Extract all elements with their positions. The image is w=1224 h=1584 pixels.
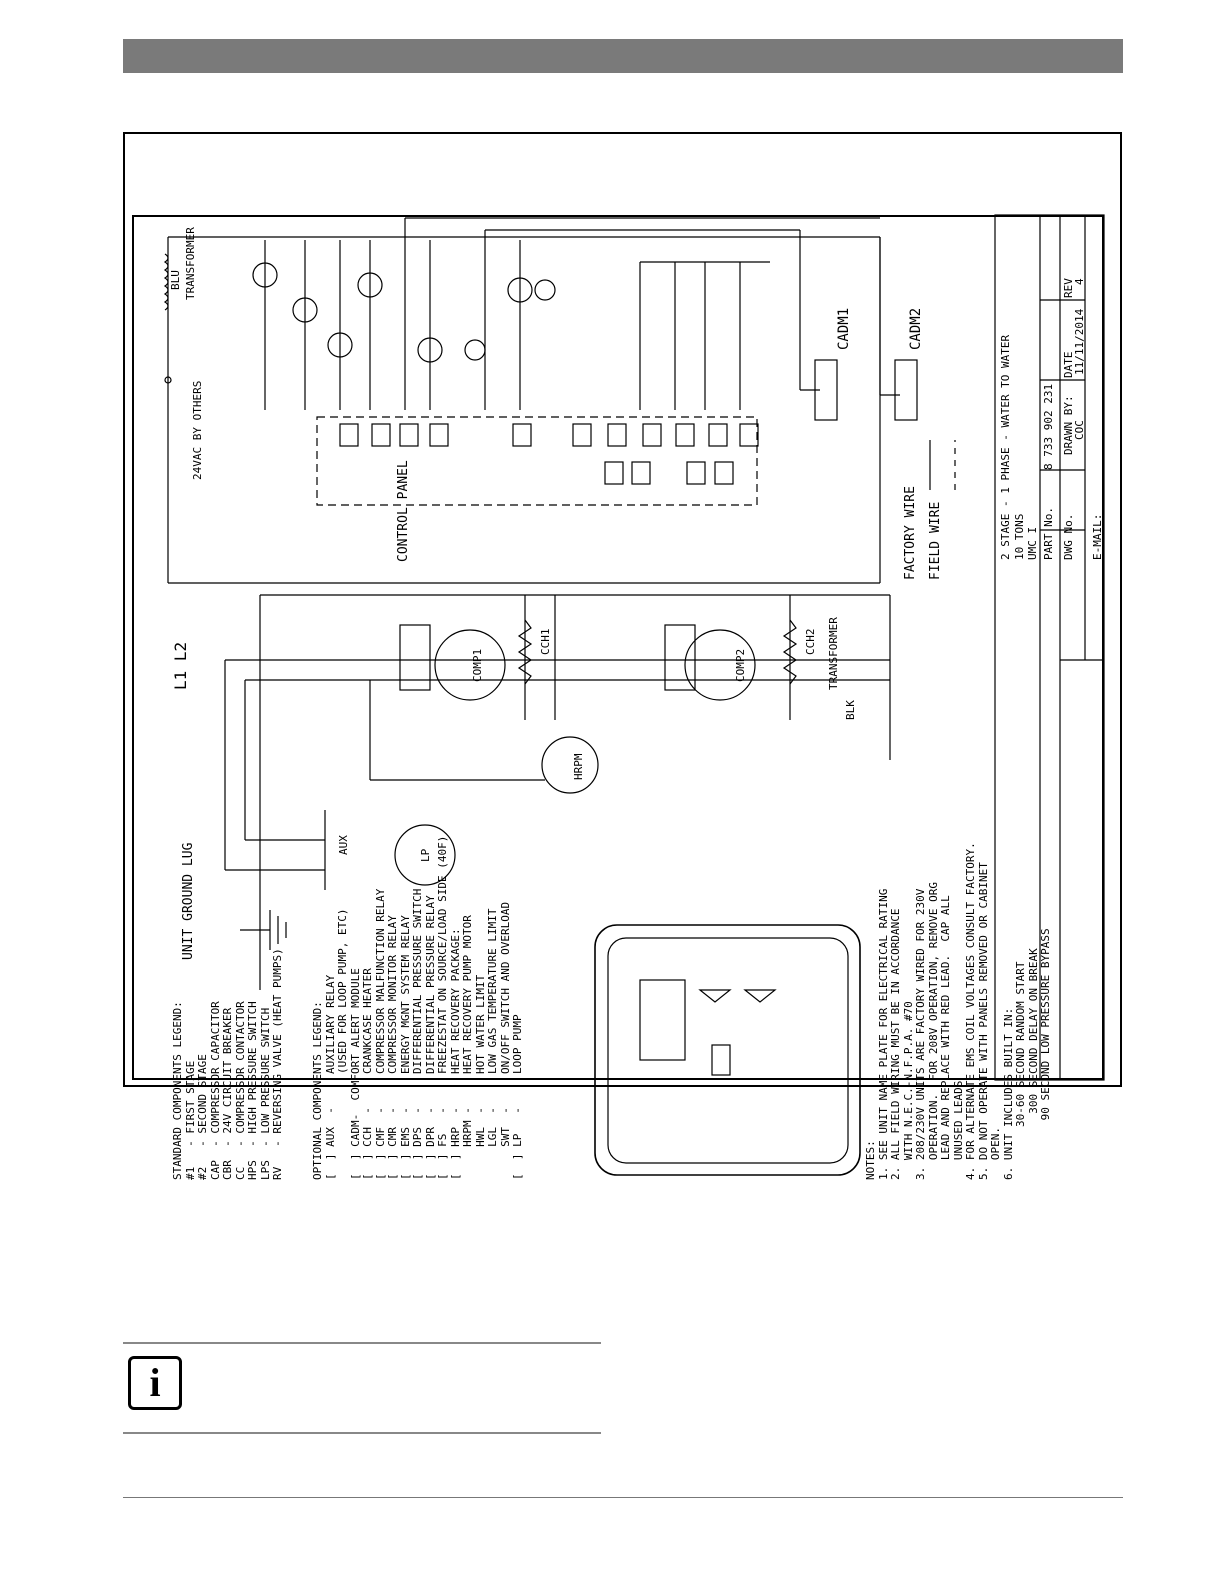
- cadm1-label: CADM1: [836, 307, 852, 350]
- cadm1-terminal: [399, 624, 431, 691]
- date-value: 11/11/2014: [1073, 308, 1086, 375]
- cadm2-terminal: [664, 624, 696, 691]
- cch1-heater-icon: [517, 619, 533, 685]
- drawn-value: COC: [1073, 420, 1086, 440]
- email-label: E-MAIL:: [1091, 513, 1104, 560]
- comp1-label: COMP1: [471, 648, 484, 682]
- cmr-relay-icon: [464, 339, 486, 361]
- cch2-label: CCH2: [804, 628, 817, 656]
- transformer-coil-icon: [163, 253, 169, 311]
- notes: NOTES: 1. SEE UNIT NAME PLATE FOR ELECTR…: [864, 842, 1052, 1180]
- rev-value: 4: [1073, 278, 1086, 285]
- info-top-rule: [123, 1342, 601, 1344]
- blu-label: BLU: [169, 270, 182, 290]
- l1-l2-label: L1 L2: [171, 641, 190, 690]
- mode-button: [711, 1044, 731, 1076]
- thermostat-inner: [607, 937, 849, 1164]
- thermostat-display: [639, 979, 686, 1061]
- factory-wire-label: FACTORY WIRE: [903, 486, 918, 580]
- transformer-label: TRANSFORMER: [827, 617, 840, 690]
- lp-motor-icon: [394, 824, 456, 886]
- cadm2-label: CADM2: [908, 307, 924, 350]
- comp1-icon: [434, 629, 506, 701]
- lp-label: LP: [419, 848, 432, 862]
- aux-relay-icon: [357, 272, 383, 298]
- cmr-relay-icon: [534, 279, 556, 301]
- part-value: 8 733 902 231: [1042, 383, 1055, 470]
- hrpm-label: HRPM: [572, 753, 585, 781]
- down-arrow-icon: [743, 989, 777, 1003]
- cch1-label: CCH1: [539, 628, 552, 656]
- title-line1: 2 STAGE - 1 PHASE - WATER TO WATER: [999, 334, 1012, 560]
- part-label: PART No.: [1042, 507, 1055, 560]
- control-panel-label: CONTROL PANEL: [396, 460, 411, 562]
- transformer-top-label: TRANSFORMER: [184, 227, 197, 300]
- comp2-label: COMP2: [734, 648, 747, 682]
- cmf-relay-icon: [252, 262, 278, 288]
- title-line3: UMC I: [1026, 526, 1039, 560]
- title-block-box: [994, 214, 1105, 1081]
- standard-legend: STANDARD COMPONENTS LEGEND: #1 - FIRST S…: [171, 948, 284, 1180]
- dwg-label: DWG No.: [1062, 513, 1075, 560]
- info-icon: i: [128, 1356, 182, 1410]
- info-bottom-rule: [123, 1432, 601, 1434]
- comp2-icon: [684, 629, 756, 701]
- cadm2-module: [894, 359, 918, 421]
- by-others-label: 24VAC BY OTHERS: [191, 380, 204, 480]
- cc2-relay-icon: [417, 337, 443, 363]
- ground-lug-label: UNIT GROUND LUG: [181, 842, 196, 960]
- control-panel-box: [316, 416, 758, 506]
- title-line2: 10 TONS: [1013, 513, 1026, 560]
- wiring-sheet: [132, 215, 1104, 1080]
- hrpm-motor-icon: [541, 736, 599, 794]
- blk-label: BLK: [844, 700, 857, 720]
- optional-legend: OPTIONAL COMPONENTS LEGEND: [ ] AUX - AU…: [311, 835, 524, 1180]
- rv2-relay-icon: [327, 332, 353, 358]
- aux-label: AUX: [337, 835, 350, 855]
- cc1-relay-icon: [507, 277, 533, 303]
- rv1-relay-icon: [292, 297, 318, 323]
- terminal-blocks: [339, 423, 759, 485]
- field-wire-label: FIELD WIRE: [928, 501, 943, 580]
- cbr-icon: [164, 376, 172, 384]
- up-arrow-icon: [698, 989, 732, 1003]
- cch2-heater-icon: [782, 619, 798, 685]
- header-bar: [123, 39, 1123, 73]
- diagram-frame: [123, 132, 1122, 1087]
- footer-rule: [123, 1497, 1123, 1498]
- cadm1-module: [814, 359, 838, 421]
- thermostat-outline: [594, 924, 861, 1176]
